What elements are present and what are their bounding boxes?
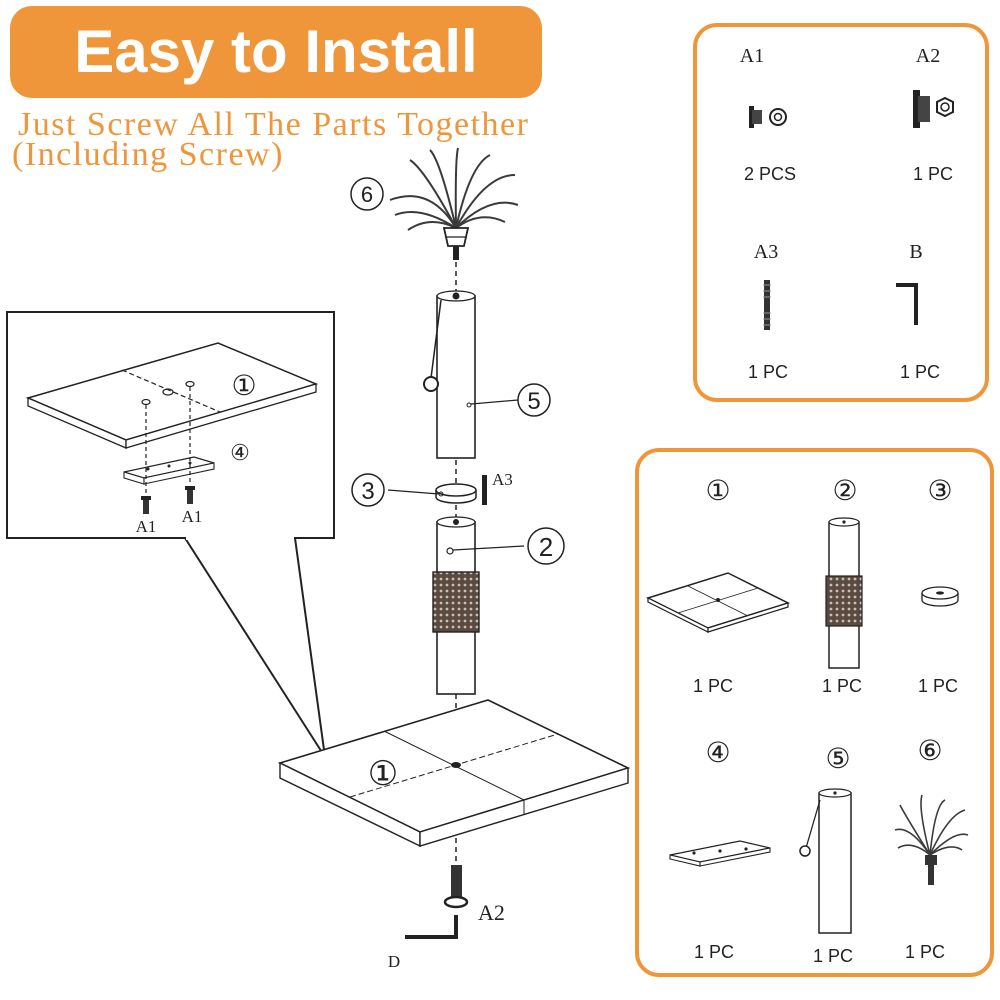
hardware-a3-code: A3 (754, 241, 778, 263)
base-board-assembly: ① (277, 699, 631, 848)
scratching-post-icon (825, 517, 863, 669)
subtitle-line-2: (Including Screw) (12, 136, 284, 173)
inset-plate-label: ④ (230, 440, 250, 465)
palm-fronds-icon (389, 147, 519, 231)
inset-top-label: ① (231, 370, 256, 401)
hardware-box (693, 23, 989, 402)
callout-5-label: 5 (527, 388, 540, 415)
part-2: ② 1 PC (822, 475, 863, 696)
base-board-label: ① (368, 755, 398, 793)
hardware-a1: A1 2 PCS (740, 45, 796, 184)
parts-box (635, 448, 994, 977)
inset-dashed-guides (145, 387, 191, 495)
inset-top-board (25, 342, 319, 449)
part-1-number: ① (705, 475, 730, 506)
hardware-a1-code: A1 (740, 45, 764, 67)
hardware-b-qty: 1 PC (900, 362, 940, 382)
part-2-qty: 1 PC (822, 676, 862, 696)
part-3-number: ③ (927, 475, 952, 506)
a2-screw-assembly: A2 D (388, 865, 505, 971)
callout-3-circle (351, 473, 385, 507)
palm-top-base-icon (925, 855, 937, 885)
allen-key-icon (896, 283, 918, 325)
part-1-qty: 1 PC (693, 676, 733, 696)
part-4-number: ④ (705, 737, 730, 768)
a3-rod-icon (482, 475, 487, 505)
part-3: ③ 1 PC (918, 475, 959, 696)
ring-connector-assembly: 3 A3 (351, 470, 513, 507)
inset-screw-right-label: A1 (182, 507, 203, 526)
inset-pointer-join (186, 534, 294, 540)
callout-6-circle (350, 177, 384, 211)
hardware-a3-qty: 1 PC (748, 362, 788, 382)
part-3-qty: 1 PC (918, 676, 958, 696)
hardware-a3: A3 1 PC (748, 241, 788, 382)
palm-top-assembly: 6 (350, 147, 519, 260)
part-5-number: ⑤ (825, 743, 850, 774)
palm-top-icon (894, 794, 969, 856)
subtitle-line-1: Just Screw All The Parts Together (18, 106, 530, 143)
a1-screw-icon (749, 106, 787, 128)
allen-key-icon (405, 915, 458, 939)
top-post-assembly: 5 (423, 290, 551, 459)
hardware-b-code: B (909, 241, 922, 263)
a3-label: A3 (492, 470, 513, 489)
hardware-b: B 1 PC (896, 241, 940, 382)
a3-threaded-rod-icon (763, 280, 771, 330)
mounting-plate-icon (669, 840, 771, 867)
part-4: ④ 1 PC (669, 737, 771, 962)
base-board-icon (646, 572, 790, 633)
inset-plate (123, 456, 215, 485)
a2-screw-icon (451, 865, 462, 900)
inset-screw-left-icon (141, 496, 151, 514)
part-6-qty: 1 PC (905, 942, 945, 962)
part-4-qty: 1 PC (694, 942, 734, 962)
top-post-icon (799, 788, 852, 934)
ring-connector-icon (921, 586, 959, 607)
page-title: Easy to Install (74, 18, 478, 85)
part-2-number: ② (832, 475, 857, 506)
part-5: ⑤ 1 PC (799, 743, 853, 966)
scratching-post-assembly: 2 (432, 516, 565, 695)
title-banner: Easy to Install (10, 6, 542, 98)
callout-2-label: 2 (539, 532, 553, 562)
inset-callout-pointer (183, 537, 326, 758)
a2-screw-icon (913, 90, 954, 128)
hardware-a2-qty: 1 PC (913, 164, 953, 184)
allen-key-label: D (388, 952, 400, 971)
hardware-a2-code: A2 (916, 45, 940, 67)
callout-6-label: 6 (361, 182, 373, 207)
a2-label: A2 (478, 900, 505, 925)
hardware-a1-qty: 2 PCS (744, 164, 796, 184)
hardware-a2: A2 1 PC (913, 45, 954, 184)
callout-5-circle (517, 383, 551, 417)
part-1: ① 1 PC (646, 475, 790, 696)
callout-2-circle (527, 527, 565, 565)
part-6: ⑥ 1 PC (894, 735, 969, 962)
part-5-qty: 1 PC (813, 946, 853, 966)
inset-screw-right-icon (185, 486, 195, 504)
palm-base-icon (442, 227, 470, 260)
inset-screw-left-label: A1 (136, 517, 157, 536)
callout-3-label: 3 (361, 478, 374, 505)
part-6-number: ⑥ (917, 735, 942, 766)
